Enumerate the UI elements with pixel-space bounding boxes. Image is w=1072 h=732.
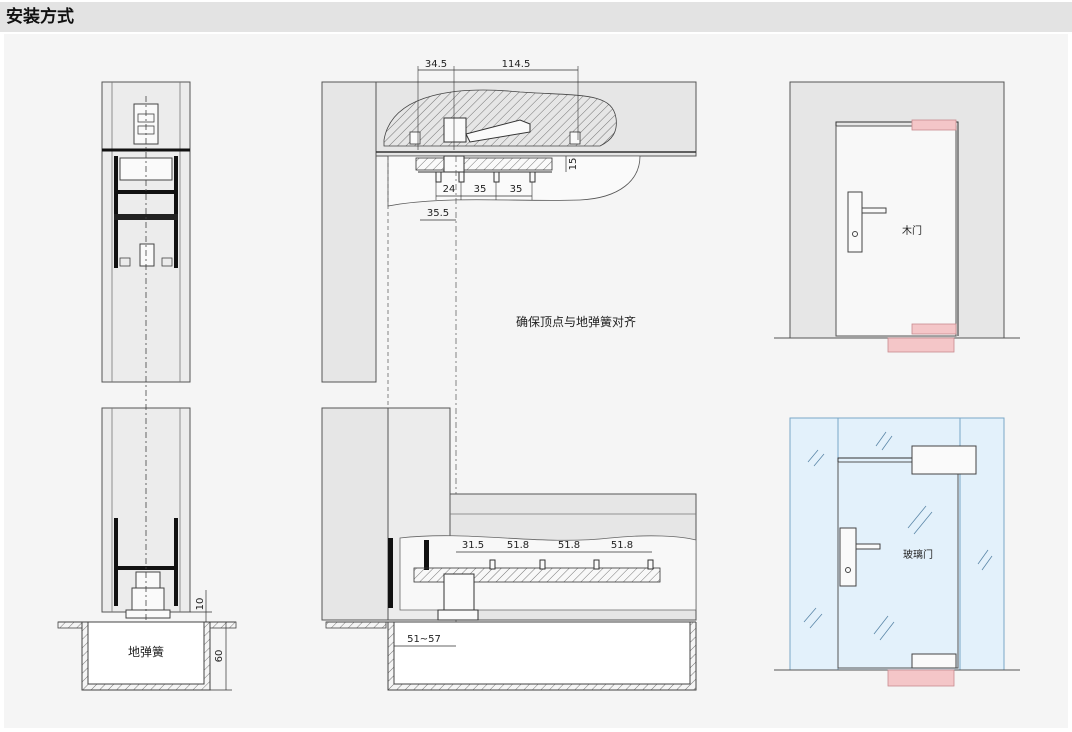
dim-34-5: 34.5 [425,59,447,70]
installation-diagram-area: 地弹簧 10 60 [4,34,1068,728]
installation-diagram: 地弹簧 10 60 [57,59,1020,691]
dim-51-8-b: 51.8 [558,540,580,551]
dim-35-5: 35.5 [427,208,449,219]
dim-gap: 10 [195,598,206,611]
glass-door-label: 玻璃门 [903,548,933,561]
glass-reflection-marks [803,431,993,641]
alignment-note: 确保顶点与地弹簧对齐 [516,314,636,329]
side-section-view: 地弹簧 10 60 [57,81,237,691]
dim-51-57: 51~57 [407,634,441,645]
dim-24: 24 [443,184,456,195]
floor-spring-label: 地弹簧 [128,644,164,659]
wood-door-view: 木门 [774,81,1020,353]
dim-35-b: 35 [510,184,523,195]
dim-depth: 60 [214,650,225,663]
section-title: 安装方式 [0,2,1072,32]
dim-51-8-a: 51.8 [507,540,529,551]
dim-114-5: 114.5 [502,59,531,70]
middle-section-view: 34.5 114.5 15 24 35 35 35.5 确保顶点与地弹簧对齐 [321,59,697,691]
dim-51-8-c: 51.8 [611,540,633,551]
glass-door-view: 玻璃门 [774,417,1020,687]
wood-door-label: 木门 [902,224,922,237]
dim-35-a: 35 [474,184,487,195]
dim-31-5: 31.5 [462,540,484,551]
dim-15: 15 [568,158,579,171]
